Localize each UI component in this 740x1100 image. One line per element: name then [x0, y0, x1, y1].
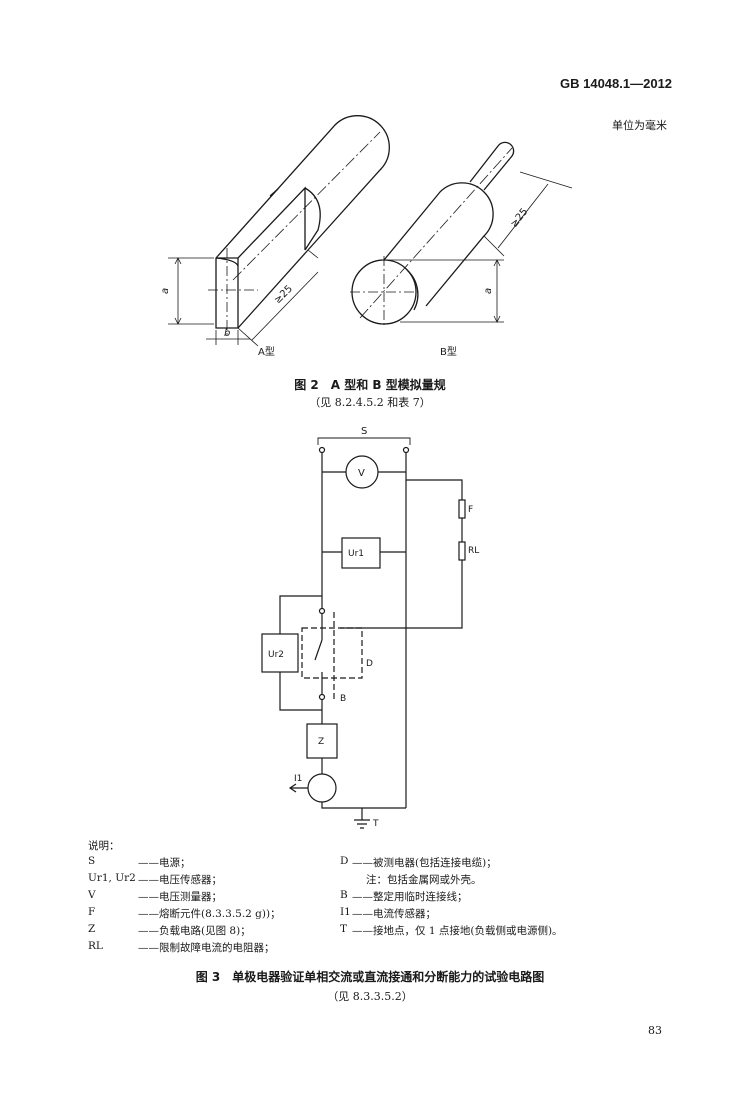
legend-sym: RL	[88, 940, 103, 952]
gauge-a-outline	[215, 115, 390, 329]
figure-2-subcaption: （见 8.2.4.5.2 和表 7）	[309, 396, 431, 409]
legend-sym: F	[88, 906, 96, 918]
label-f: F	[468, 505, 473, 515]
label-z: Z	[318, 737, 324, 747]
dim-b-label: b	[224, 328, 230, 339]
legend-sym: S	[88, 855, 96, 867]
fuse-symbol	[458, 499, 466, 519]
figure-3-subcaption: （见 8.3.3.5.2）	[327, 990, 413, 1003]
label-s: S	[361, 426, 367, 437]
label-type-b: B型	[440, 345, 457, 358]
figure-3-circuit: S V F RL Ur1 Ur2 D B Z I1 T	[261, 426, 479, 829]
voltmeter-symbol	[345, 455, 379, 489]
legend-sym: I1	[340, 906, 351, 918]
legend-desc: ——负载电路(见图 8)；	[138, 925, 251, 937]
label-ur1: Ur1	[348, 549, 364, 559]
dim-a-label-b: a	[483, 288, 494, 294]
label-b: B	[340, 694, 346, 704]
legend-desc: ——被测电器(包括连接电缆)；	[352, 857, 497, 869]
dim-a-label-a: a	[160, 288, 171, 294]
legend-sym: Z	[88, 923, 96, 935]
label-type-a: A型	[258, 345, 275, 358]
label-i1: I1	[294, 774, 302, 784]
standard-number: GB 14048.1—2012	[560, 76, 673, 91]
label-v: V	[358, 468, 365, 479]
resistor-rl-symbol	[458, 541, 466, 561]
legend-desc: ——电流传感器；	[352, 908, 436, 920]
legend-desc: ——电压测量器；	[138, 891, 222, 903]
legend-desc: ——熔断元件(8.3.3.5.2 g))；	[138, 908, 281, 920]
figure-3-caption: 图 3 单极电器验证单相交流或直流接通和分断能力的试验电路图	[195, 970, 545, 984]
legend-sym: T	[340, 923, 348, 935]
figure-2-gauges: a b ≥25 a ≥25 A型 B型	[160, 115, 573, 358]
current-sensor-symbol	[307, 773, 337, 803]
label-rl: RL	[468, 546, 479, 556]
legend-desc: ——接地点，仅 1 点接地(负载侧或电源侧)。	[352, 925, 563, 937]
legend-desc: ——电源；	[138, 857, 191, 869]
label-ur2: Ur2	[268, 650, 284, 660]
legend-desc: ——电压传感器；	[138, 874, 222, 886]
legend-desc: ——整定用临时连接线；	[352, 891, 468, 903]
legend-title: 说明：	[88, 840, 120, 852]
device-d-box	[301, 627, 363, 679]
legend-sym: V	[88, 889, 96, 901]
unit-note: 单位为毫米	[612, 119, 667, 132]
legend-sym: D	[340, 855, 349, 867]
ur1-box	[341, 537, 381, 569]
legend-desc: 注：包括金属网或外壳。	[366, 874, 482, 886]
label-d: D	[366, 659, 373, 669]
label-t: T	[372, 819, 379, 829]
legend-sym: B	[340, 889, 348, 901]
legend-sym: Ur1, Ur2	[88, 872, 136, 884]
legend-desc: ——限制故障电流的电阻器；	[138, 942, 275, 954]
figure-2-caption: 图 2 A 型和 B 型模拟量规	[294, 378, 446, 392]
page-number: 83	[648, 1024, 662, 1037]
